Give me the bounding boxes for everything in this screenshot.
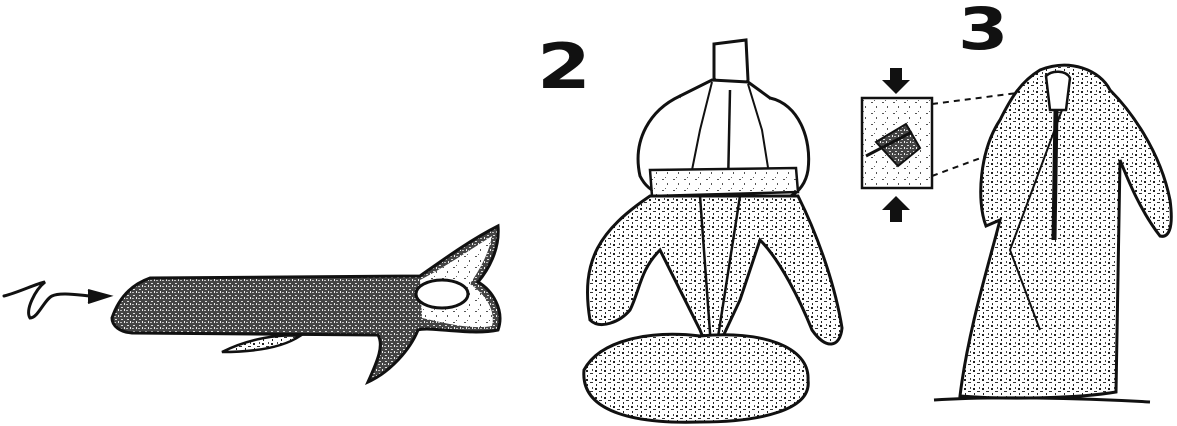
step-number-3: 3 (958, 0, 1008, 58)
arrow-up-icon (882, 196, 910, 222)
step-2-person-icon (584, 40, 842, 422)
step-number-2: 2 (537, 36, 591, 98)
arrow-down-icon (882, 68, 910, 94)
step-1-folded-garment-icon (4, 226, 500, 382)
step-3-enclosed-person-icon (862, 65, 1171, 402)
